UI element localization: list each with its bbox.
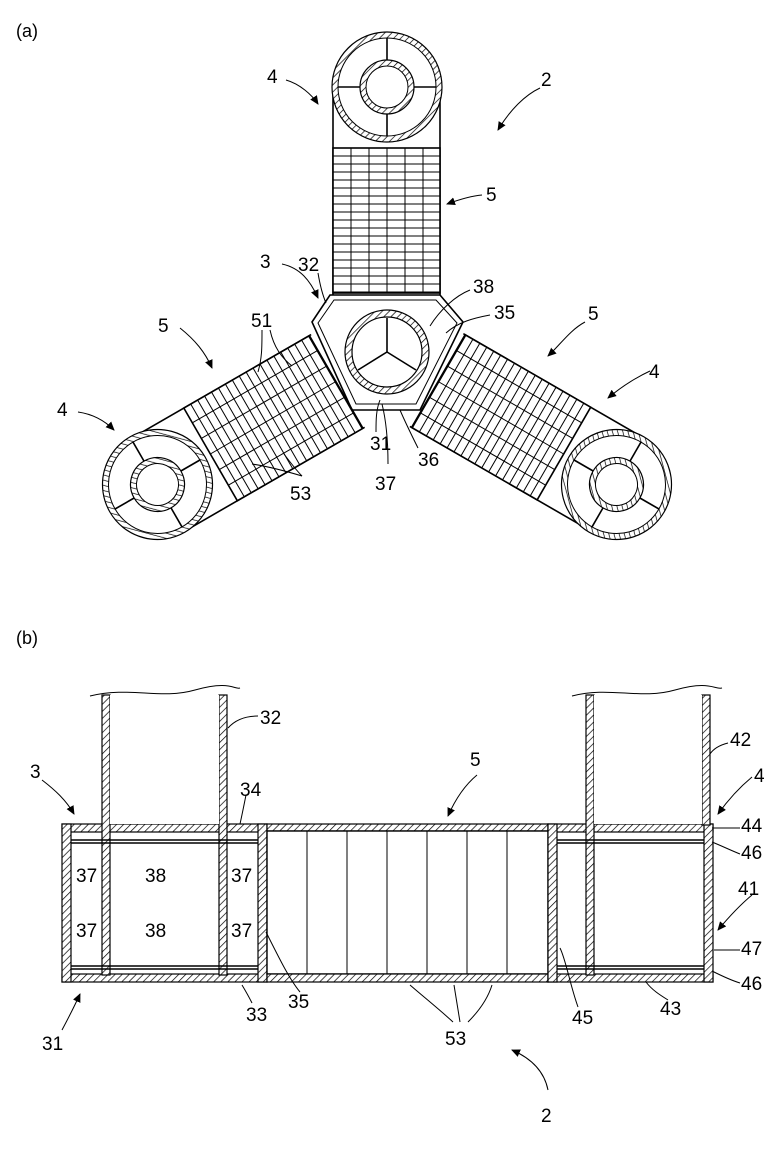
callout-b-37-c: 37 — [76, 921, 97, 942]
callout-b-42: 42 — [730, 730, 751, 751]
callout-b-3: 3 — [30, 762, 41, 783]
callout-b-38-a: 38 — [145, 866, 166, 887]
callout-b-44: 44 — [741, 816, 763, 837]
arm-lower-left — [82, 333, 365, 560]
callout-b-38-b: 38 — [145, 921, 166, 942]
callout-4-top: 4 — [267, 67, 278, 88]
column-41-section — [548, 695, 713, 982]
callout-b-34: 34 — [240, 780, 262, 801]
callout-b-43: 43 — [660, 999, 681, 1020]
callout-b-33: 33 — [246, 1005, 267, 1026]
callout-35: 35 — [494, 303, 515, 324]
callout-b-5: 5 — [470, 750, 481, 771]
callout-36: 36 — [418, 450, 439, 471]
panel-b: (b) — [16, 628, 765, 1127]
callout-b-46-top: 46 — [741, 843, 762, 864]
callout-5-top: 5 — [486, 185, 497, 206]
callout-b-31: 31 — [42, 1034, 63, 1055]
callout-b-46-bottom: 46 — [741, 974, 762, 995]
arm-top — [332, 32, 442, 295]
callout-5-left: 5 — [158, 316, 169, 337]
callout-4-left: 4 — [57, 400, 68, 421]
callout-b-35: 35 — [288, 992, 309, 1013]
callout-5-right: 5 — [588, 304, 599, 325]
callout-4-right: 4 — [649, 362, 660, 383]
callout-31: 31 — [370, 434, 391, 455]
callout-37: 37 — [375, 474, 396, 495]
callout-b-2: 2 — [541, 1106, 552, 1127]
panel-a: (a) — [16, 21, 692, 560]
callout-b-37-b: 37 — [231, 866, 252, 887]
callout-53: 53 — [290, 484, 311, 505]
callout-3: 3 — [260, 252, 271, 273]
callout-38: 38 — [473, 277, 494, 298]
callout-b-4: 4 — [754, 766, 765, 787]
callout-b-47: 47 — [741, 939, 762, 960]
callout-51: 51 — [251, 311, 272, 332]
panel-a-label: (a) — [16, 21, 38, 41]
callout-2: 2 — [541, 70, 552, 91]
panel-b-label: (b) — [16, 628, 38, 648]
callout-32: 32 — [298, 255, 319, 276]
callout-b-37-a: 37 — [76, 866, 97, 887]
callout-b-32: 32 — [260, 708, 281, 729]
callout-b-37-d: 37 — [231, 921, 252, 942]
grating-section — [267, 824, 548, 982]
callout-b-41: 41 — [738, 879, 759, 900]
callout-b-53: 53 — [445, 1029, 466, 1050]
callout-b-45: 45 — [572, 1008, 593, 1029]
